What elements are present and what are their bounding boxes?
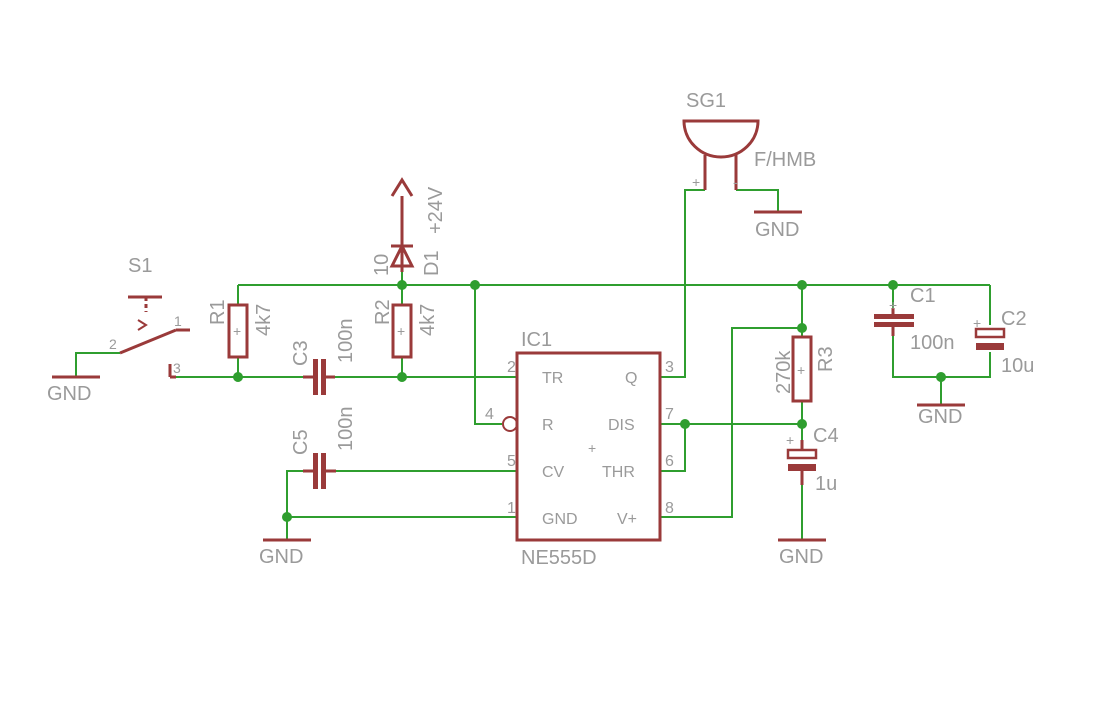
wire-buzzer-gnd: [736, 189, 779, 212]
capacitor-c3: C3 100n: [290, 319, 357, 395]
switch-pin-3: 3: [173, 360, 181, 376]
gnd-symbol-ic: GND: [259, 538, 311, 568]
resistor-plus-mark: +: [797, 362, 805, 378]
resistor-r3: + 270k R3: [773, 335, 837, 403]
capacitor-value: 100n: [335, 407, 357, 452]
junction: [680, 419, 690, 429]
diode-d1: +24V 10 D1: [371, 177, 447, 276]
wires: [75, 189, 991, 540]
ic-pin-label: GND: [542, 511, 578, 528]
ic-pin-label: DIS: [608, 417, 635, 434]
ic-pin-number: 6: [665, 453, 674, 470]
switch-pin-2: 2: [109, 336, 117, 352]
junction: [397, 280, 407, 290]
capacitor-polarity: +: [973, 315, 981, 331]
gnd-label: GND: [47, 383, 91, 405]
junction: [888, 280, 898, 290]
junction: [797, 419, 807, 429]
ic-value: NE555D: [521, 547, 597, 569]
buzzer-sg1: SG1 + - F/HMB: [682, 90, 816, 190]
ic-pin-number: 2: [507, 359, 516, 376]
ic-name: IC1: [521, 329, 552, 351]
capacitor-name: C2: [1001, 308, 1027, 330]
wire-output-buzzer: [660, 189, 705, 378]
wire-vplus: [660, 327, 802, 518]
junction: [233, 372, 243, 382]
buzzer-minus: -: [733, 174, 738, 190]
buzzer-plus: +: [692, 174, 700, 190]
capacitor-name: C4: [813, 425, 839, 447]
junction: [936, 372, 946, 382]
junctions: [233, 280, 946, 522]
resistor-r2: + R2 4k7: [372, 299, 439, 359]
resistor-name: R3: [815, 346, 837, 372]
junction: [282, 512, 292, 522]
ic-pin-number: 7: [665, 406, 674, 423]
wire-switch-gnd: [75, 352, 120, 377]
capacitor-name: C3: [290, 340, 312, 366]
ic-pin-label: Q: [625, 370, 637, 387]
ic-origin-mark: +: [588, 440, 596, 456]
ic-pin-number: 5: [507, 453, 516, 470]
ic-pin-number: 1: [507, 500, 516, 517]
ic-pin-number: 8: [665, 500, 674, 517]
wire-reset: [474, 285, 502, 425]
gnd-label: GND: [779, 546, 823, 568]
ground-symbols: GND GND GND GND GND: [47, 210, 965, 568]
resistor-value: 4k7: [417, 304, 439, 336]
capacitor-c4: + C4 1u: [786, 425, 839, 495]
capacitor-origin-mark: +: [889, 297, 897, 313]
capacitor-polarity: +: [786, 432, 794, 448]
resistor-name: R2: [372, 299, 394, 325]
buzzer-name: SG1: [686, 90, 726, 112]
gnd-symbol-buzzer: GND: [754, 210, 802, 241]
junction: [470, 280, 480, 290]
resistor-value: 4k7: [253, 304, 275, 336]
ic-ne555: + IC1 NE555D 2 TR 4 R 5 CV 1 GND 3 Q 7 D…: [485, 329, 674, 569]
diode-value: 10: [371, 254, 393, 276]
ic-pin-number: 4: [485, 406, 494, 423]
resistor-plus-mark: +: [397, 323, 405, 339]
gnd-symbol-switch: GND: [47, 375, 100, 405]
ic-pin-label: R: [542, 417, 554, 434]
gnd-label: GND: [918, 406, 962, 428]
junction: [797, 323, 807, 333]
switch-s1: S1 2 1 3: [109, 255, 190, 379]
ic-pin-number: 3: [665, 359, 674, 376]
resistor-value: 270k: [773, 350, 795, 394]
diode-name: D1: [421, 250, 443, 276]
capacitor-c1: + C1 100n: [874, 285, 955, 354]
capacitor-c5: C5 100n: [290, 407, 357, 489]
resistor-r1: + R1 4k7: [207, 299, 275, 359]
ic-pin-label: CV: [542, 464, 565, 481]
capacitor-c2: + C2 10u: [973, 308, 1034, 377]
ic-pin-label: V+: [617, 511, 637, 528]
resistor-plus-mark: +: [233, 323, 241, 339]
wire-thr: [660, 424, 686, 472]
ic-pin-label: THR: [602, 464, 635, 481]
capacitor-value: 100n: [335, 319, 357, 364]
capacitor-name: C1: [910, 285, 936, 307]
capacitor-value: 10u: [1001, 355, 1034, 377]
junction: [397, 372, 407, 382]
supply-label: +24V: [425, 186, 447, 234]
resistor-name: R1: [207, 299, 229, 325]
junction: [797, 280, 807, 290]
capacitor-name: C5: [290, 429, 312, 455]
switch-pin-1: 1: [174, 313, 182, 329]
capacitor-value: 1u: [815, 473, 837, 495]
buzzer-value: F/HMB: [754, 149, 816, 171]
gnd-label: GND: [755, 219, 799, 241]
gnd-label: GND: [259, 546, 303, 568]
capacitor-value: 100n: [910, 332, 955, 354]
ic-pin-label: TR: [542, 370, 563, 387]
wire-c5-gnd: [286, 470, 303, 540]
gnd-symbol-c4: GND: [778, 538, 826, 568]
gnd-symbol-c1c2: GND: [917, 403, 965, 428]
switch-name: S1: [128, 255, 152, 277]
